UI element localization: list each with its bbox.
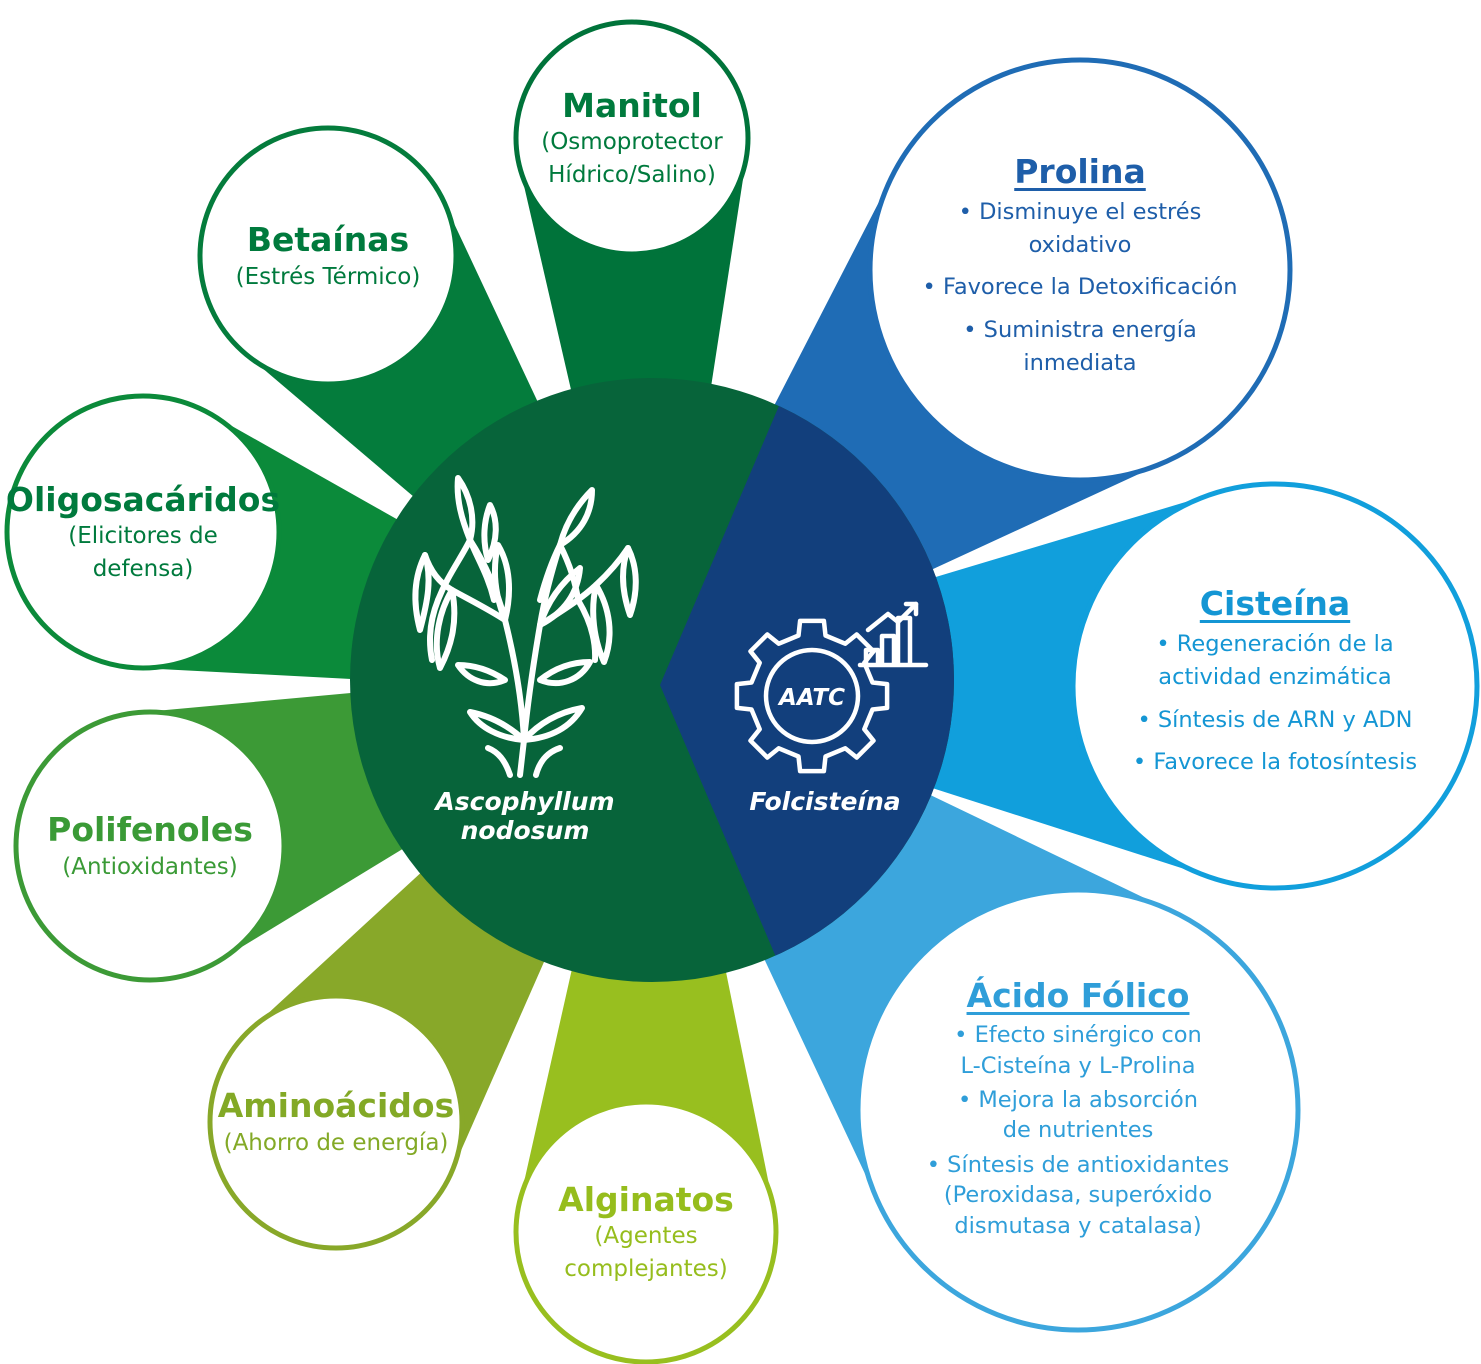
cisteina-bullet: • Síntesis de ARN y ADN [1137,706,1413,733]
acido-folico-circle [855,887,1301,1333]
prolina-bullet-list: • Disminuye el estrés oxidativo • Favorec… [923,196,1238,389]
acido-folico-bullet-list: • Efecto sinérgico con L-Cisteína y L-Pr… [927,1020,1230,1245]
betainas-bubble: Betaínas (Estrés Térmico) [218,128,438,384]
aminoacidos-circle [207,993,465,1251]
alginatos-bubble: Alginatos(Agentes complejantes) [541,1102,751,1362]
betainas-description: (Estrés Térmico) [235,263,421,290]
polifenoles-bubble: Polifenoles (Antioxidantes) [30,712,270,980]
alginatos-description: (Agentes complejantes) [564,1223,728,1282]
oligosacaridos-description: (Elicitores de defensa) [68,523,218,582]
oligosacaridos-bubble: Oligosacáridos(Elicitores de defensa) [6,396,280,668]
gear-chart-icon [734,601,929,774]
gear-label: AATC [777,685,845,711]
betainas-circle [197,125,459,387]
cisteina-bullet-list: • Regeneración de la actividad enzimátic… [1133,628,1417,789]
aminoacidos-description: (Ahorro de energía) [223,1129,449,1156]
center-left-label: Ascophyllum nodosum [435,787,615,845]
polifenoles-circle [13,709,287,983]
cisteina-title: Cisteína [1199,584,1351,624]
cisteina-bubble: Cisteína • Regeneración de la actividad e… [1115,484,1435,888]
alginatos-title: Alginatos [558,1180,734,1220]
prolina-circle [867,57,1293,483]
prolina-bullet: • Disminuye el estrés oxidativo [958,199,1202,258]
acido-folico-bullet: • Efecto sinérgico con L-Cisteína y L-Pr… [954,1022,1202,1079]
acido-folico-bubble: Ácido Fólico • Efecto sinérgico con L-Cis… [918,890,1238,1330]
prolina-bullet: • Favorece la Detoxificación [922,274,1238,301]
polifenoles-description: (Antioxidantes) [62,853,238,880]
prolina-bullet: • Suministra energía inmediata [963,316,1197,376]
aminoacidos-bubble: Aminoácidos (Ahorro de energía) [214,996,459,1248]
manitol-bubble: Manitol(Osmoprotector Hídrico/Salino) [527,22,737,254]
cisteina-bullet: • Regeneración de la actividad enzimátic… [1156,631,1394,690]
manitol-description: (Osmoprotector Hídrico/Salino) [541,129,723,188]
acido-folico-bullet: • Síntesis de antioxidantes (Peroxidasa,… [926,1151,1230,1239]
alginatos-circle [513,1099,779,1364]
seaweed-icon [412,475,639,778]
cisteina-circle [1070,481,1480,891]
prolina-bubble: Prolina• Disminuye el estrés oxidativo• … [910,60,1250,480]
manitol-title: Manitol [562,86,702,126]
center-right-label: Folcisteína [749,787,901,816]
aminoacidos-title: Aminoácidos [217,1086,455,1126]
acido-folico-bullet: • Mejora la absorción de nutrientes [957,1087,1199,1144]
acido-folico-title: Ácido Fólico [966,976,1190,1016]
oligosacaridos-title: Oligosacáridos [5,480,281,520]
prolina-title: Prolina [1014,151,1146,191]
manitol-circle [513,19,751,257]
cisteina-bullet: • Favorece la fotosíntesis [1132,749,1418,776]
betainas-title: Betaínas [246,220,410,260]
oligosacaridos-circle [4,393,282,671]
polifenoles-title: Polifenoles [47,810,253,850]
